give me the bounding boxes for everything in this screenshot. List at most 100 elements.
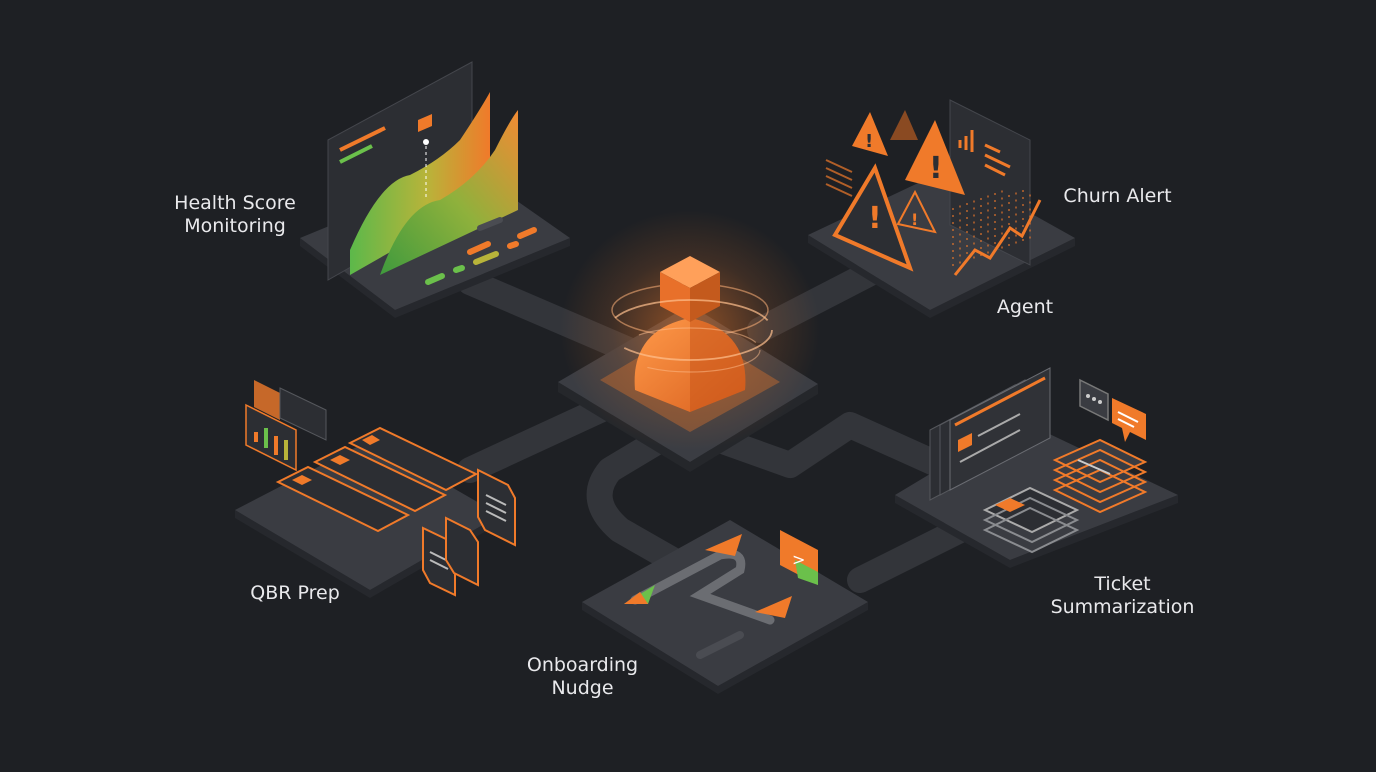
svg-text:!: ! <box>911 210 918 229</box>
churn-dot <box>1022 239 1024 241</box>
churn-dot <box>994 207 996 209</box>
churn-dot <box>966 231 968 233</box>
churn-dot <box>987 209 989 212</box>
svg-text:!: ! <box>868 201 882 236</box>
churn-dot <box>1008 216 1010 218</box>
label-line: Summarization <box>1050 596 1195 618</box>
churn-dot <box>987 244 989 247</box>
churn-stripes <box>825 159 853 197</box>
chat-bubble-icon-2 <box>1112 398 1146 442</box>
churn-dot <box>959 226 961 229</box>
churn-dot <box>973 214 975 217</box>
churn-dot <box>1029 222 1031 225</box>
churn-dot <box>1029 236 1031 239</box>
churn-dot <box>952 215 954 217</box>
churn-dot <box>1015 213 1017 216</box>
churn-dot <box>980 212 982 214</box>
churn-dot <box>1022 225 1024 227</box>
label-onboarding-nudge: Onboarding Nudge <box>505 654 660 700</box>
churn-dot <box>973 221 975 224</box>
churn-dot <box>959 247 961 250</box>
churn-dot <box>952 243 954 245</box>
churn-dot <box>1029 229 1031 232</box>
road-to-qbr <box>457 397 613 483</box>
module-ticket-summarization[interactable] <box>895 367 1178 568</box>
churn-dot <box>973 235 975 238</box>
stack-icon-2 <box>982 486 1080 554</box>
churn-dot <box>1008 209 1010 211</box>
churn-dot <box>980 240 982 242</box>
churn-dot <box>1001 211 1003 214</box>
churn-dot <box>1015 192 1017 195</box>
churn-dot <box>1015 206 1017 209</box>
churn-dot <box>987 237 989 240</box>
churn-dot <box>966 252 968 254</box>
churn-dot <box>959 205 961 208</box>
agent-hub[interactable] <box>558 210 820 472</box>
ticket-panel-stack <box>929 367 1051 501</box>
churn-dot <box>994 221 996 223</box>
churn-dot <box>1001 225 1003 228</box>
agent-figure-icon <box>634 256 746 412</box>
qbr-card-1 <box>347 426 479 492</box>
health-panel-line <box>339 126 386 152</box>
churn-dot <box>952 222 954 224</box>
churn-dot <box>973 228 975 231</box>
warning-triangle-icon-3: ! <box>852 112 888 156</box>
churn-dot <box>952 236 954 238</box>
warning-triangle-icon-2: ! <box>905 120 965 195</box>
warning-triangle-icon: ! <box>832 163 914 272</box>
document-icon <box>477 468 516 547</box>
churn-dot <box>980 205 982 207</box>
label-line: Churn Alert <box>1063 185 1172 207</box>
churn-dot <box>987 216 989 219</box>
arrow-icon-2 <box>705 534 742 556</box>
label-line: Ticket <box>1094 573 1151 595</box>
churn-dot <box>980 226 982 228</box>
churn-dot <box>966 245 968 247</box>
churn-dot <box>959 261 961 264</box>
churn-dot <box>966 203 968 205</box>
churn-dot <box>980 219 982 221</box>
warning-triangle-icon-5 <box>890 110 918 140</box>
churn-dot <box>994 200 996 202</box>
qbr-card-3 <box>275 465 411 533</box>
chat-bubble-icon <box>1079 378 1109 422</box>
churn-dot <box>1022 197 1024 199</box>
churn-dot <box>994 242 996 244</box>
churn-dot <box>1015 234 1017 237</box>
churn-dot <box>1001 232 1003 235</box>
module-qbr-prep[interactable] <box>235 380 516 598</box>
churn-dot <box>987 223 989 226</box>
churn-dot <box>1022 190 1024 192</box>
churn-dot <box>994 193 996 195</box>
churn-dot <box>980 247 982 249</box>
module-health-score[interactable] <box>300 61 570 318</box>
churn-dot <box>987 202 989 205</box>
churn-dot <box>973 242 975 245</box>
churn-dot <box>1015 241 1017 244</box>
road-to-ticket <box>707 412 963 483</box>
qbr-card-2 <box>312 445 448 513</box>
churn-dot <box>952 208 954 210</box>
arrow-icon-3 <box>755 596 792 618</box>
churn-dot <box>959 219 961 222</box>
churn-dot <box>1008 195 1010 197</box>
module-onboarding-nudge[interactable]: > <box>582 520 868 694</box>
label-line: Onboarding <box>526 654 639 676</box>
churn-dot <box>973 256 975 259</box>
churn-dot <box>952 257 954 259</box>
label-health-score: Health Score Monitoring <box>150 192 320 238</box>
churn-dot <box>1001 218 1003 221</box>
onboarding-path <box>630 549 775 625</box>
churn-dot <box>966 217 968 219</box>
label-line: Monitoring <box>184 215 286 237</box>
svg-text:>: > <box>792 550 805 569</box>
ticket-platform-side <box>895 495 1178 568</box>
label-ticket-summarization: Ticket Summarization <box>1030 573 1215 619</box>
module-churn-alert[interactable]: ! ! ! ! <box>808 99 1075 318</box>
churn-dot <box>959 240 961 243</box>
churn-dot <box>1022 218 1024 220</box>
churn-dot <box>987 195 989 198</box>
